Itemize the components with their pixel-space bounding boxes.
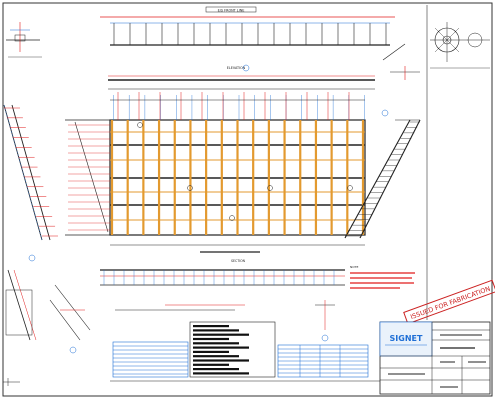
right-stair (344, 109, 421, 239)
lower-section: SECTION (100, 259, 345, 311)
table-filled-bar (193, 329, 239, 332)
left-stair-section (3, 104, 58, 262)
grid-marker (347, 185, 353, 191)
detail-mid-right (315, 300, 335, 342)
material-table-mid (189, 321, 276, 378)
detail-bottom-left (5, 269, 91, 354)
table-filled-bar (193, 346, 249, 349)
table-filled-bar (193, 325, 229, 328)
table-filled-bar (193, 350, 229, 353)
grid-marker (187, 185, 193, 191)
table-filled-bar (193, 342, 239, 345)
top-band-label-box (205, 6, 257, 13)
sheet-corner-mark (3, 378, 20, 386)
elevation-callout-bubble (242, 64, 250, 72)
note-heading: NOTE (350, 265, 358, 269)
material-table-left (112, 341, 189, 378)
table-filled-bar (193, 368, 239, 371)
company-logo: SIGNET (390, 334, 423, 343)
top-plan-strip: E/S FRONT LINE (100, 6, 395, 46)
elevation-caption: ELEVATION (227, 66, 246, 70)
table-filled-bar (193, 372, 249, 375)
material-table-right (277, 344, 369, 378)
note-block: NOTE (350, 265, 415, 289)
pulley-detail (430, 22, 490, 69)
title-block: SIGNET (379, 321, 491, 395)
section-caption: SECTION (231, 259, 246, 263)
grid-marker (229, 215, 235, 221)
left-ramp (65, 119, 110, 236)
connection-detail-right (382, 43, 420, 80)
table-filled-bar (193, 355, 239, 358)
main-elevation: ELEVATION (108, 64, 375, 253)
table-filled-bar (193, 359, 249, 362)
grid-marker (267, 185, 273, 191)
grid-marker (137, 122, 143, 128)
top-band-label: E/S FRONT LINE (218, 8, 245, 12)
table-filled-bar (193, 337, 229, 341)
detail-top-left (6, 22, 42, 58)
table-filled-bar (193, 363, 229, 366)
table-filled-bar (193, 333, 249, 336)
